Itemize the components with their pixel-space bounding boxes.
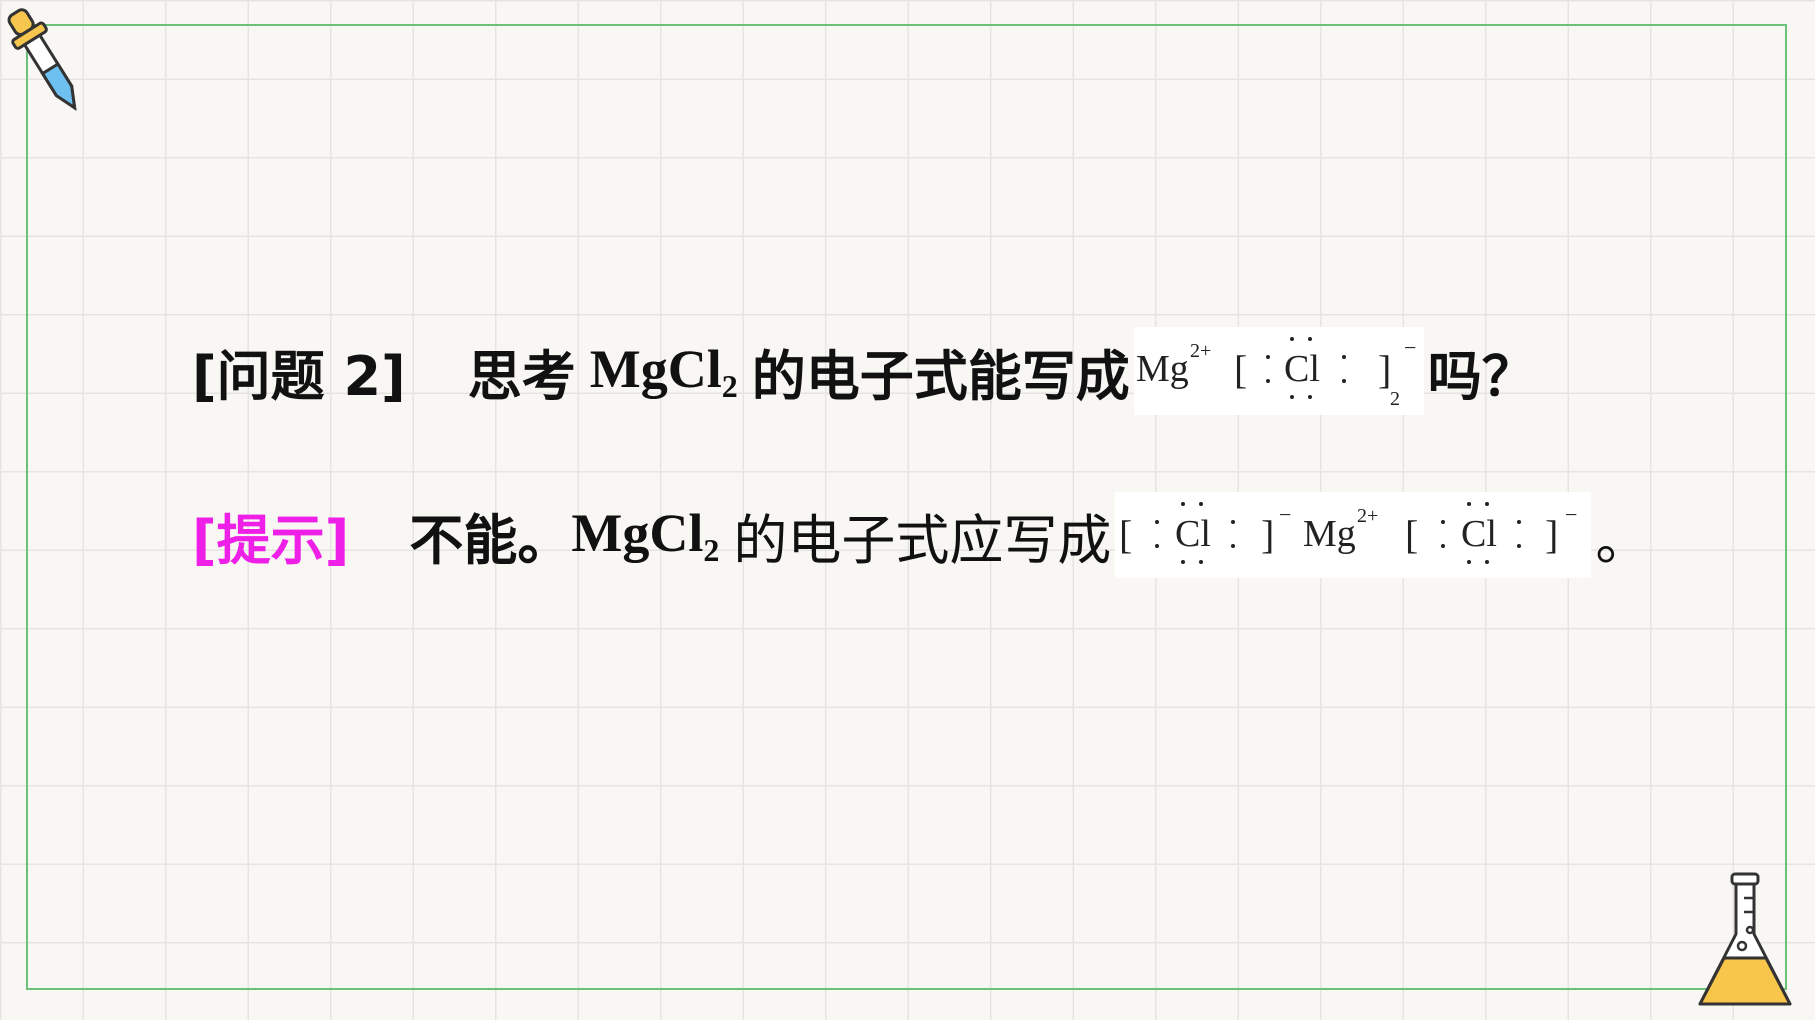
eq1-bracket-left: [ [1234, 347, 1247, 392]
question-text-after: 吗？ [1427, 344, 1536, 408]
hint-electron-formula: [ Cl ] − Mg 2+ [ Cl ] − [1115, 492, 1592, 578]
hint-text-mid: 的电子式应写成 [733, 508, 1112, 572]
eq1-bracket-right: ] [1378, 347, 1391, 392]
eq2-cl-2: Cl [1461, 513, 1497, 555]
eq2-bracket-left-1: [ [1119, 512, 1132, 557]
eq2-cl-charge-2: − [1565, 502, 1577, 527]
eq2-electron-dots-1 [1155, 502, 1236, 564]
eq1-electron-dots [1265, 337, 1346, 399]
eq2-bracket-left-2: [ [1405, 512, 1418, 557]
eq2-mg-charge: 2+ [1357, 505, 1378, 527]
eq1-subscript: 2 [1390, 388, 1400, 410]
hint-line: [提示] 不能。 MgCl2 的电子式应写成 [ Cl ] − Mg 2+ [ … [192, 490, 1649, 580]
eq2-electron-dots-2 [1441, 502, 1522, 564]
slide-frame [26, 24, 1787, 990]
question-label: [问题 2] [192, 344, 406, 408]
eq1-mg-charge: 2+ [1190, 340, 1211, 362]
eq2-cl-1: Cl [1175, 513, 1211, 555]
hint-text-before: 不能。 [409, 508, 572, 572]
question-line: [问题 2] 思考 MgCl2 的电子式能写成 Mg 2+ [ Cl ] − 2… [192, 326, 1536, 416]
question-text-mid: 的电子式能写成 [751, 344, 1130, 408]
question-formula: MgCl2 [589, 338, 738, 404]
hint-formula: MgCl2 [571, 502, 720, 568]
eq2-bracket-right-1: ] [1261, 512, 1274, 557]
question-electron-formula: Mg 2+ [ Cl ] − 2 [1133, 327, 1424, 415]
eq2-bracket-right-2: ] [1545, 512, 1558, 557]
eq1-mg: Mg [1136, 348, 1189, 390]
eq1-cl: Cl [1284, 348, 1320, 390]
hint-text-after: 。 [1595, 508, 1650, 572]
eq2-mg: Mg [1303, 513, 1356, 555]
flask-icon [1698, 872, 1792, 1006]
question-text-before: 思考 [467, 344, 576, 408]
hint-label: [提示] [192, 508, 350, 572]
eq2-cl-charge-1: − [1279, 502, 1291, 527]
dropper-icon [7, 8, 77, 111]
eq1-cl-charge: − [1404, 335, 1416, 360]
